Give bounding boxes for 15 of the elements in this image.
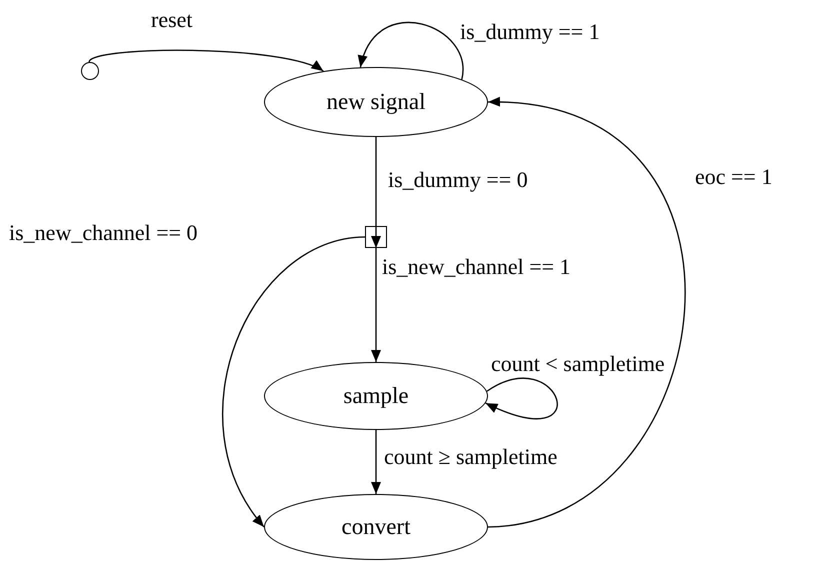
- start-state-circle: [81, 62, 99, 80]
- state-ellipse: [264, 67, 488, 137]
- transition-arrow: [485, 378, 558, 420]
- transition-arrow: [359, 22, 464, 80]
- state-name: new signal: [326, 89, 426, 115]
- transition-arrow: [371, 137, 381, 248]
- transition-arrow: [371, 430, 381, 494]
- state-ellipse: [264, 494, 488, 560]
- state-ellipse: [264, 362, 488, 430]
- state-name: sample: [343, 383, 409, 409]
- transition-arrow: [371, 248, 381, 362]
- transition-arrow: [488, 98, 686, 528]
- transition-arrow: [88, 50, 324, 72]
- transition-arrow: [222, 236, 366, 528]
- state-name: convert: [342, 514, 410, 540]
